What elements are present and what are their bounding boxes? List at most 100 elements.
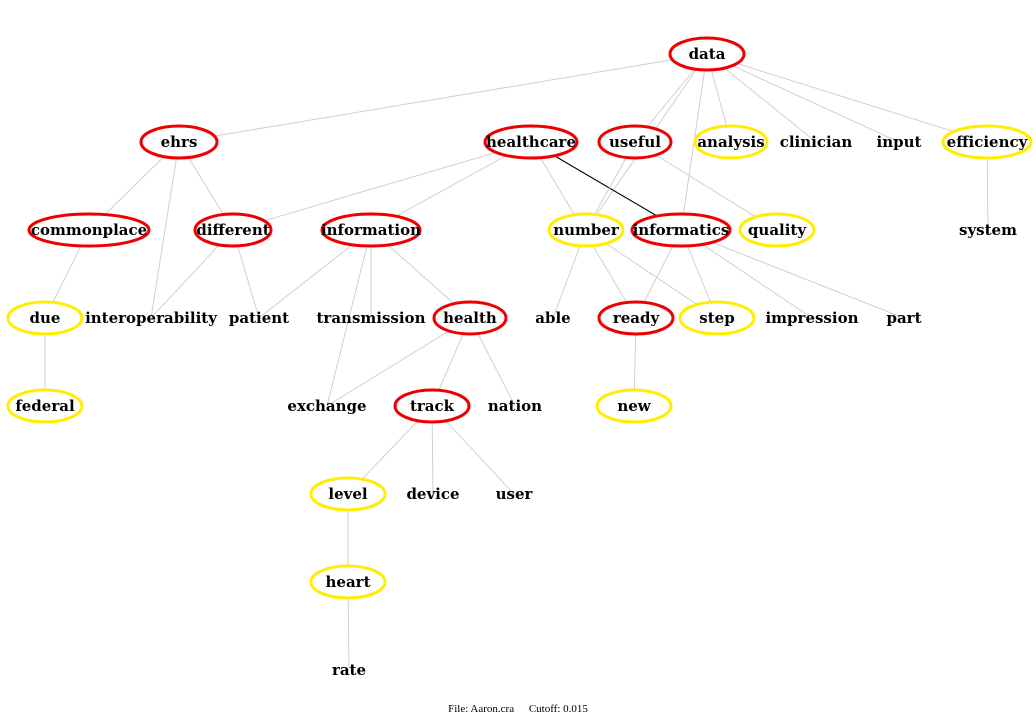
node-ring-new <box>595 388 673 424</box>
node-data: data <box>668 36 746 72</box>
node-ring-informatics <box>630 212 732 248</box>
node-able: able <box>535 309 570 327</box>
node-label-healthcare: healthcare <box>486 133 576 151</box>
node-label-different: different <box>196 221 269 239</box>
node-label-user: user <box>496 485 534 503</box>
node-federal: federal <box>6 388 84 424</box>
node-ring-efficiency <box>941 124 1033 160</box>
node-label-nation: nation <box>488 397 542 415</box>
node-due: due <box>6 300 84 336</box>
edge-ehrs-interoperability <box>150 141 180 319</box>
node-track: track <box>393 388 471 424</box>
node-new: new <box>595 388 673 424</box>
node-ring-ready <box>597 300 675 336</box>
node-heart: heart <box>309 564 387 600</box>
word-network-diagram: data ehrs healthcare useful analysis clinicia… <box>6 36 1033 679</box>
node-label-quality: quality <box>748 221 807 239</box>
edge-data-input <box>706 53 900 143</box>
node-label-federal: federal <box>15 397 75 415</box>
edge-informatics-part <box>680 229 905 319</box>
node-label-system: system <box>959 221 1017 239</box>
node-transmission: transmission <box>317 309 426 327</box>
edge-data-ehrs <box>178 53 708 143</box>
edge-health-exchange <box>326 317 471 407</box>
edge-data-efficiency <box>706 53 988 143</box>
node-ring-number <box>547 212 625 248</box>
node-label-step: step <box>699 309 734 327</box>
node-label-rate: rate <box>332 661 366 679</box>
node-label-able: able <box>535 309 570 327</box>
node-interoperability: interoperability <box>85 309 218 327</box>
node-label-useful: useful <box>609 133 661 151</box>
node-label-ehrs: ehrs <box>161 133 198 151</box>
node-label-efficiency: efficiency <box>947 133 1029 151</box>
node-label-device: device <box>406 485 459 503</box>
node-user: user <box>496 485 534 503</box>
node-ring-heart <box>309 564 387 600</box>
edge-useful-quality <box>634 141 778 231</box>
node-label-interoperability: interoperability <box>85 309 218 327</box>
node-label-due: due <box>30 309 61 327</box>
node-commonplace: commonplace <box>27 212 151 248</box>
node-label-information: information <box>321 221 421 239</box>
node-label-input: input <box>877 133 922 151</box>
node-clinician: clinician <box>780 133 853 151</box>
node-label-analysis: analysis <box>697 133 764 151</box>
node-label-clinician: clinician <box>780 133 853 151</box>
node-level: level <box>309 476 387 512</box>
node-label-heart: heart <box>326 573 371 591</box>
node-healthcare: healthcare <box>483 124 579 160</box>
footer-file: File: Aaron.cra <box>448 703 515 715</box>
node-ring-quality <box>738 212 816 248</box>
node-ring-different <box>193 212 273 248</box>
node-ring-data <box>668 36 746 72</box>
node-label-commonplace: commonplace <box>31 221 147 239</box>
node-analysis: analysis <box>693 124 769 160</box>
node-ring-due <box>6 300 84 336</box>
footer-cutoff: Cutoff: 0.015 <box>528 703 588 715</box>
node-ring-track <box>393 388 471 424</box>
node-label-number: number <box>553 221 620 239</box>
node-input: input <box>877 133 922 151</box>
node-label-part: part <box>886 309 921 327</box>
node-label-informatics: informatics <box>633 221 730 239</box>
node-health: health <box>432 300 508 336</box>
node-label-new: new <box>617 397 651 415</box>
node-information: information <box>320 212 422 248</box>
edge-number-step <box>585 229 718 319</box>
node-label-track: track <box>410 397 455 415</box>
node-ready: ready <box>597 300 675 336</box>
node-layer: data ehrs healthcare useful analysis clinicia… <box>6 36 1033 679</box>
node-rate: rate <box>332 661 366 679</box>
node-different: different <box>193 212 273 248</box>
node-system: system <box>959 221 1017 239</box>
node-informatics: informatics <box>630 212 732 248</box>
node-step: step <box>678 300 756 336</box>
node-label-data: data <box>689 45 726 63</box>
node-ring-commonplace <box>27 212 151 248</box>
footer: File: Aaron.cra Cutoff: 0.015 <box>0 703 1036 715</box>
node-ring-health <box>432 300 508 336</box>
node-efficiency: efficiency <box>941 124 1033 160</box>
node-nation: nation <box>488 397 542 415</box>
node-label-ready: ready <box>613 309 661 327</box>
node-label-transmission: transmission <box>317 309 426 327</box>
node-ring-level <box>309 476 387 512</box>
node-label-impression: impression <box>765 309 858 327</box>
node-ehrs: ehrs <box>139 124 219 160</box>
node-quality: quality <box>738 212 816 248</box>
node-patient: patient <box>229 309 289 327</box>
node-label-level: level <box>328 485 368 503</box>
node-label-health: health <box>443 309 497 327</box>
edge-healthcare-different <box>232 141 532 231</box>
node-ring-ehrs <box>139 124 219 160</box>
node-ring-information <box>320 212 422 248</box>
node-number: number <box>547 212 625 248</box>
node-device: device <box>406 485 459 503</box>
node-ring-healthcare <box>483 124 579 160</box>
node-useful: useful <box>597 124 673 160</box>
node-ring-federal <box>6 388 84 424</box>
node-label-exchange: exchange <box>287 397 366 415</box>
node-ring-analysis <box>693 124 769 160</box>
node-part: part <box>886 309 921 327</box>
